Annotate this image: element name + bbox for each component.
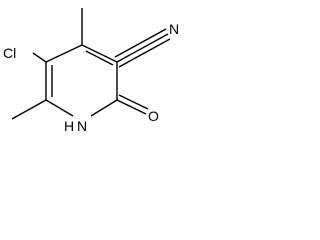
molecule-svg: Cl N H N O	[3, 8, 179, 134]
bond-n1-c6	[45, 99, 74, 117]
bond-carbonyl-2	[118, 94, 149, 110]
bond-chlorine	[32, 52, 47, 63]
bond-methyl-bottom	[11, 99, 47, 120]
bond-c5-n1	[90, 99, 118, 117]
bond-c3-c4-inner	[85, 50, 114, 66]
bond-c3-c4	[81, 44, 118, 63]
atom-label-oxygen: O	[148, 108, 159, 124]
atom-label-nitrile-nitrogen: N	[169, 21, 179, 37]
atom-label-ring-hydrogen: H	[64, 118, 74, 134]
bond-nitrile-2	[114, 28, 167, 58]
bond-carbonyl-1	[116, 99, 147, 115]
bond-nitrile-1	[116, 33, 169, 63]
bond-c2-c3	[45, 44, 83, 63]
atom-label-chlorine: Cl	[3, 45, 16, 61]
structure-diagram: Cl N H N O	[0, 0, 196, 142]
atom-label-ring-nitrogen: N	[77, 118, 87, 134]
bond-nitrile-3	[118, 38, 171, 68]
